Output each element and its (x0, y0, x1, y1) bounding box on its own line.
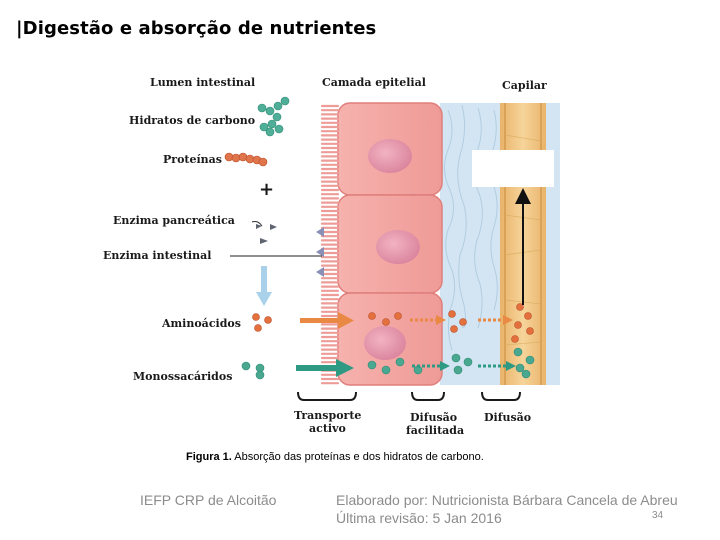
page-number: 34 (652, 510, 664, 521)
process-brackets (297, 391, 521, 401)
cell-nucleus-middle (376, 230, 420, 264)
facilitated-arrow-mono (412, 361, 516, 371)
interstitial-fibers (444, 104, 498, 351)
epithelial-cells (337, 102, 443, 386)
pancreatic-enzyme-icons (251, 221, 277, 244)
amino-acids-in-cell (368, 303, 534, 343)
footer-institution: IEFP CRP de Alcoitão (140, 492, 277, 508)
digestion-arrow (256, 266, 272, 306)
facilitated-label-2: facilitada (406, 424, 464, 437)
pancreatic-enzyme-label: Enzima pancreática (113, 214, 235, 227)
active-transport-arrow-amino (300, 312, 354, 329)
active-transport-label-2: activo (309, 422, 346, 435)
cell-nucleus-top (368, 139, 412, 173)
carbohydrate-molecule-icon (257, 96, 290, 137)
diffusion-label: Difusão (484, 411, 531, 424)
footer-revision: Última revisão: 5 Jan 2016 (336, 510, 502, 526)
facilitated-arrow-amino (410, 315, 513, 325)
amino-acids-lumen (252, 313, 272, 332)
active-transport-label-1: Transporte (294, 409, 361, 422)
plus-sign: + (259, 179, 274, 200)
cell-nucleus-bottom (364, 326, 406, 360)
slide-title: |Digestão e absorção de nutrientes (16, 18, 377, 39)
active-transport-arrow-mono (296, 359, 354, 377)
caption-text: Absorção das proteínas e dos hidratos de… (232, 451, 484, 463)
lumen-header: Lumen intestinal (150, 76, 255, 89)
amino-acids-label: Aminoácidos (161, 317, 241, 330)
blank-label-box (472, 150, 554, 187)
microvilli (320, 104, 340, 385)
brush-border-enzymes (316, 227, 324, 277)
epithelium-header: Camada epitelial (322, 76, 426, 89)
absorption-figure: Lumen intestinal Camada epitelial Capila… (103, 76, 560, 463)
facilitated-label-1: Difusão (410, 411, 457, 424)
monosaccharides-in-cell (367, 347, 535, 379)
protein-chain-icon (224, 152, 268, 167)
proteins-label: Proteínas (163, 153, 222, 166)
intestinal-enzyme-label: Enzima intestinal (103, 249, 211, 262)
carbohydrates-label: Hidratos de carbono (129, 114, 255, 127)
caption-prefix: Figura 1. (186, 451, 232, 463)
footer-author: Elaborado por: Nutricionista Bárbara Can… (336, 492, 678, 508)
monosaccharides-label: Monossacáridos (133, 370, 232, 383)
figure-caption: Figura 1. Absorção das proteínas e dos h… (186, 451, 484, 463)
monosaccharides-lumen (241, 361, 265, 380)
capillary-header: Capilar (502, 79, 547, 92)
